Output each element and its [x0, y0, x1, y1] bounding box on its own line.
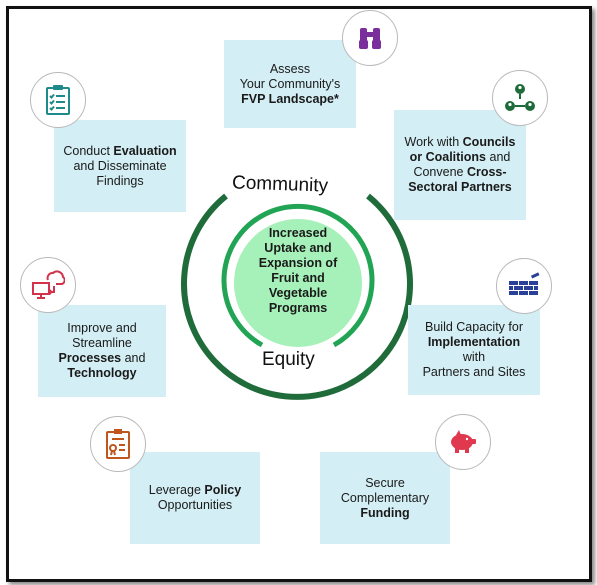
certificate-icon — [90, 416, 146, 472]
brick-wall-icon — [496, 258, 552, 314]
assess-box: Assess Your Community's FVP Landscape* — [224, 40, 356, 128]
center-line: Programs — [268, 301, 328, 315]
policy-box: Leverage Policy Opportunities — [130, 452, 260, 544]
policy-text: Leverage Policy Opportunities — [148, 483, 242, 512]
center-line: Expansion of — [258, 256, 338, 270]
center-line: Increased — [268, 226, 328, 240]
center-line: Fruit and — [271, 271, 325, 285]
councils-text: Work with Councils or Coalitions and Con… — [404, 135, 516, 194]
evaluation-box: Conduct Evaluation and Disseminate Findi… — [54, 120, 186, 212]
community-ring — [181, 193, 413, 400]
assess-text: Assess Your Community's FVP Landscape* — [239, 61, 341, 106]
funding-text: Secure Complementary Funding — [340, 475, 430, 520]
center-goal: Increased Uptake and Expansion of Fruit … — [236, 226, 360, 316]
binoculars-icon — [342, 10, 398, 66]
capacity-box: Build Capacity for Implementation with P… — [408, 305, 540, 395]
community-label: Community — [231, 172, 329, 197]
capacity-text: Build Capacity for Implementation with P… — [422, 320, 526, 379]
councils-box: Work with Councils or Coalitions and Con… — [394, 110, 526, 220]
clipboard-checklist-icon — [30, 72, 86, 128]
equity-label: Equity — [262, 349, 315, 370]
evaluation-text: Conduct Evaluation and Disseminate Findi… — [63, 143, 177, 188]
center-line: Vegetable — [268, 286, 328, 300]
center-circle — [234, 219, 362, 347]
computer-cloud-icon — [20, 257, 76, 313]
processes-box: Improve and Streamline Processes and Tec… — [38, 305, 166, 397]
center-line: Uptake and — [264, 241, 332, 255]
people-network-icon — [492, 70, 548, 126]
funding-box: Secure Complementary Funding — [320, 452, 450, 544]
processes-text: Improve and Streamline Processes and Tec… — [58, 321, 146, 380]
piggy-bank-icon — [435, 414, 491, 470]
equity-ring — [221, 203, 375, 348]
